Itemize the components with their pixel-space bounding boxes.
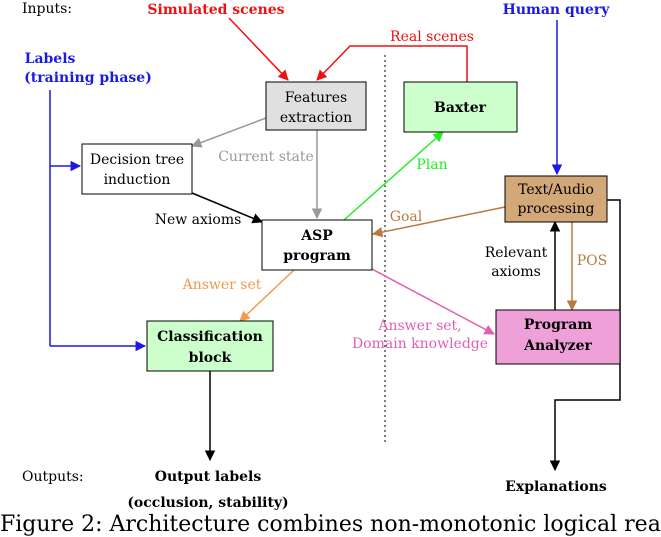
- text-audio-label-1: Text/Audio: [518, 182, 594, 198]
- program-analyzer-box: [495, 309, 621, 365]
- text-audio-box: [504, 175, 608, 223]
- features-label-1: Features: [285, 90, 347, 106]
- explanations-label: Explanations: [505, 479, 607, 495]
- relevant-axioms-label-2: axioms: [491, 264, 541, 280]
- edge-real-scenes: [316, 45, 468, 82]
- edge-features-to-decision: [191, 117, 267, 148]
- edge-simulated-to-features: [228, 17, 289, 81]
- features-extraction-box: [265, 81, 367, 131]
- edge-to-explanations: [549, 199, 621, 472]
- asp-label-2: program: [283, 248, 351, 264]
- edge-answer-set-domain: [369, 267, 495, 335]
- answer-set-label: Answer set: [182, 277, 262, 293]
- edge-new-axioms: [191, 192, 263, 224]
- labels-label-1: Labels: [25, 51, 76, 67]
- plan-label: Plan: [416, 157, 447, 173]
- output-labels-label-1: Output labels: [155, 469, 262, 485]
- answer-set-domain-label-2: Domain knowledge: [352, 336, 488, 352]
- program-analyzer-label-2: Analyzer: [523, 338, 592, 354]
- asp-program-box: [261, 219, 373, 271]
- real-scenes-label: Real scenes: [390, 29, 474, 45]
- classification-box: [146, 320, 274, 372]
- decision-label-2: induction: [104, 172, 171, 188]
- decision-label-1: Decision tree: [90, 152, 184, 168]
- inputs-label: Inputs:: [22, 1, 72, 17]
- baxter-label: Baxter: [434, 100, 487, 116]
- edge-answer-set: [239, 269, 295, 322]
- program-analyzer-label-1: Program: [524, 317, 592, 333]
- simulated-scenes-label: Simulated scenes: [147, 2, 284, 18]
- relevant-axioms-label-1: Relevant: [485, 245, 548, 261]
- pos-label: POS: [577, 253, 608, 269]
- classification-label-2: block: [189, 350, 232, 366]
- baxter-box: [403, 81, 518, 133]
- architecture-diagram: Features extraction Baxter Decision tree…: [22, 1, 621, 511]
- figure-caption: Figure 2: Architecture combines non-mono…: [0, 512, 661, 537]
- edge-plan: [343, 131, 444, 221]
- classification-label-1: Classification: [157, 329, 263, 345]
- outputs-label: Outputs:: [22, 469, 84, 485]
- output-labels-label-2: (occlusion, stability): [127, 495, 288, 511]
- decision-tree-box: [81, 143, 193, 195]
- labels-label-2: (training phase): [24, 70, 152, 86]
- features-label-2: extraction: [280, 110, 352, 126]
- asp-label-1: ASP: [300, 228, 333, 244]
- current-state-label: Current state: [218, 149, 314, 165]
- answer-set-domain-label-1: Answer set,: [377, 318, 461, 334]
- human-query-label: Human query: [503, 2, 611, 18]
- new-axioms-label: New axioms: [155, 212, 242, 228]
- text-audio-label-2: processing: [517, 201, 594, 217]
- edge-goal: [371, 206, 506, 238]
- goal-label: Goal: [390, 209, 423, 225]
